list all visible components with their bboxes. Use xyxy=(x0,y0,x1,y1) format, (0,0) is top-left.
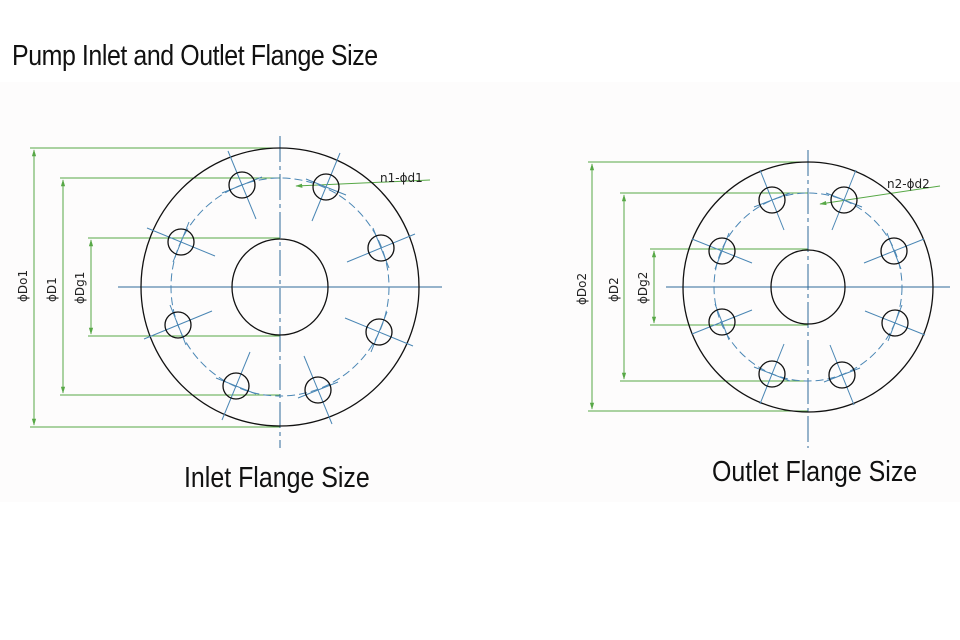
inlet-bolt-circle xyxy=(170,177,390,397)
bolt-hole xyxy=(825,169,863,231)
bolt-hole xyxy=(753,169,791,231)
outlet-bolt-leader xyxy=(819,185,941,206)
outlet-extension-lines xyxy=(588,161,808,412)
bolt-hole xyxy=(344,311,414,353)
inlet-outer-circle xyxy=(140,147,420,427)
outlet-d-label: ϕD2 xyxy=(607,277,621,302)
bolt-hole xyxy=(305,152,347,222)
bolt-hole xyxy=(215,351,257,421)
outlet-bolt-circle xyxy=(713,192,903,382)
bolt-hole xyxy=(864,304,926,342)
bolt-hole xyxy=(823,344,861,406)
outlet-caption: Outlet Flange Size xyxy=(712,456,918,488)
outlet-flange: ϕDo2 ϕD2 ϕDg2 n2-ϕd2 xyxy=(575,150,950,448)
bolt-hole xyxy=(221,150,263,220)
inlet-do-label: ϕDo1 xyxy=(16,270,30,302)
page-title: Pump Inlet and Outlet Flange Size xyxy=(12,40,378,72)
inlet-flange: ϕDo1 ϕD1 ϕDg1 n1-ϕd1 xyxy=(16,136,442,448)
outlet-bolt-holes xyxy=(691,169,926,406)
bolt-hole xyxy=(691,232,753,270)
inlet-bore-circle xyxy=(231,238,329,336)
bolt-hole xyxy=(297,355,339,425)
bolt-hole xyxy=(143,304,213,346)
inlet-caption: Inlet Flange Size xyxy=(184,462,370,494)
bolt-hole xyxy=(346,227,416,269)
inlet-d-label: ϕD1 xyxy=(45,277,59,302)
bolt-hole xyxy=(146,221,216,263)
outlet-do-label: ϕDo2 xyxy=(575,273,589,305)
outlet-bore-circle xyxy=(770,249,846,325)
outlet-outer-circle xyxy=(682,161,934,413)
bolt-hole xyxy=(691,303,753,341)
outlet-centerlines xyxy=(666,150,950,448)
inlet-bolt-holes xyxy=(143,150,416,425)
outlet-bolt-label: n2-ϕd2 xyxy=(887,177,930,191)
inlet-extension-lines xyxy=(30,147,280,428)
bolt-hole xyxy=(753,343,791,405)
bolt-hole xyxy=(863,232,925,270)
inlet-bolt-label: n1-ϕd1 xyxy=(380,171,423,185)
outlet-dg-label: ϕDg2 xyxy=(636,272,650,304)
inlet-dg-label: ϕDg1 xyxy=(73,272,87,304)
drawing-panel xyxy=(0,82,960,502)
